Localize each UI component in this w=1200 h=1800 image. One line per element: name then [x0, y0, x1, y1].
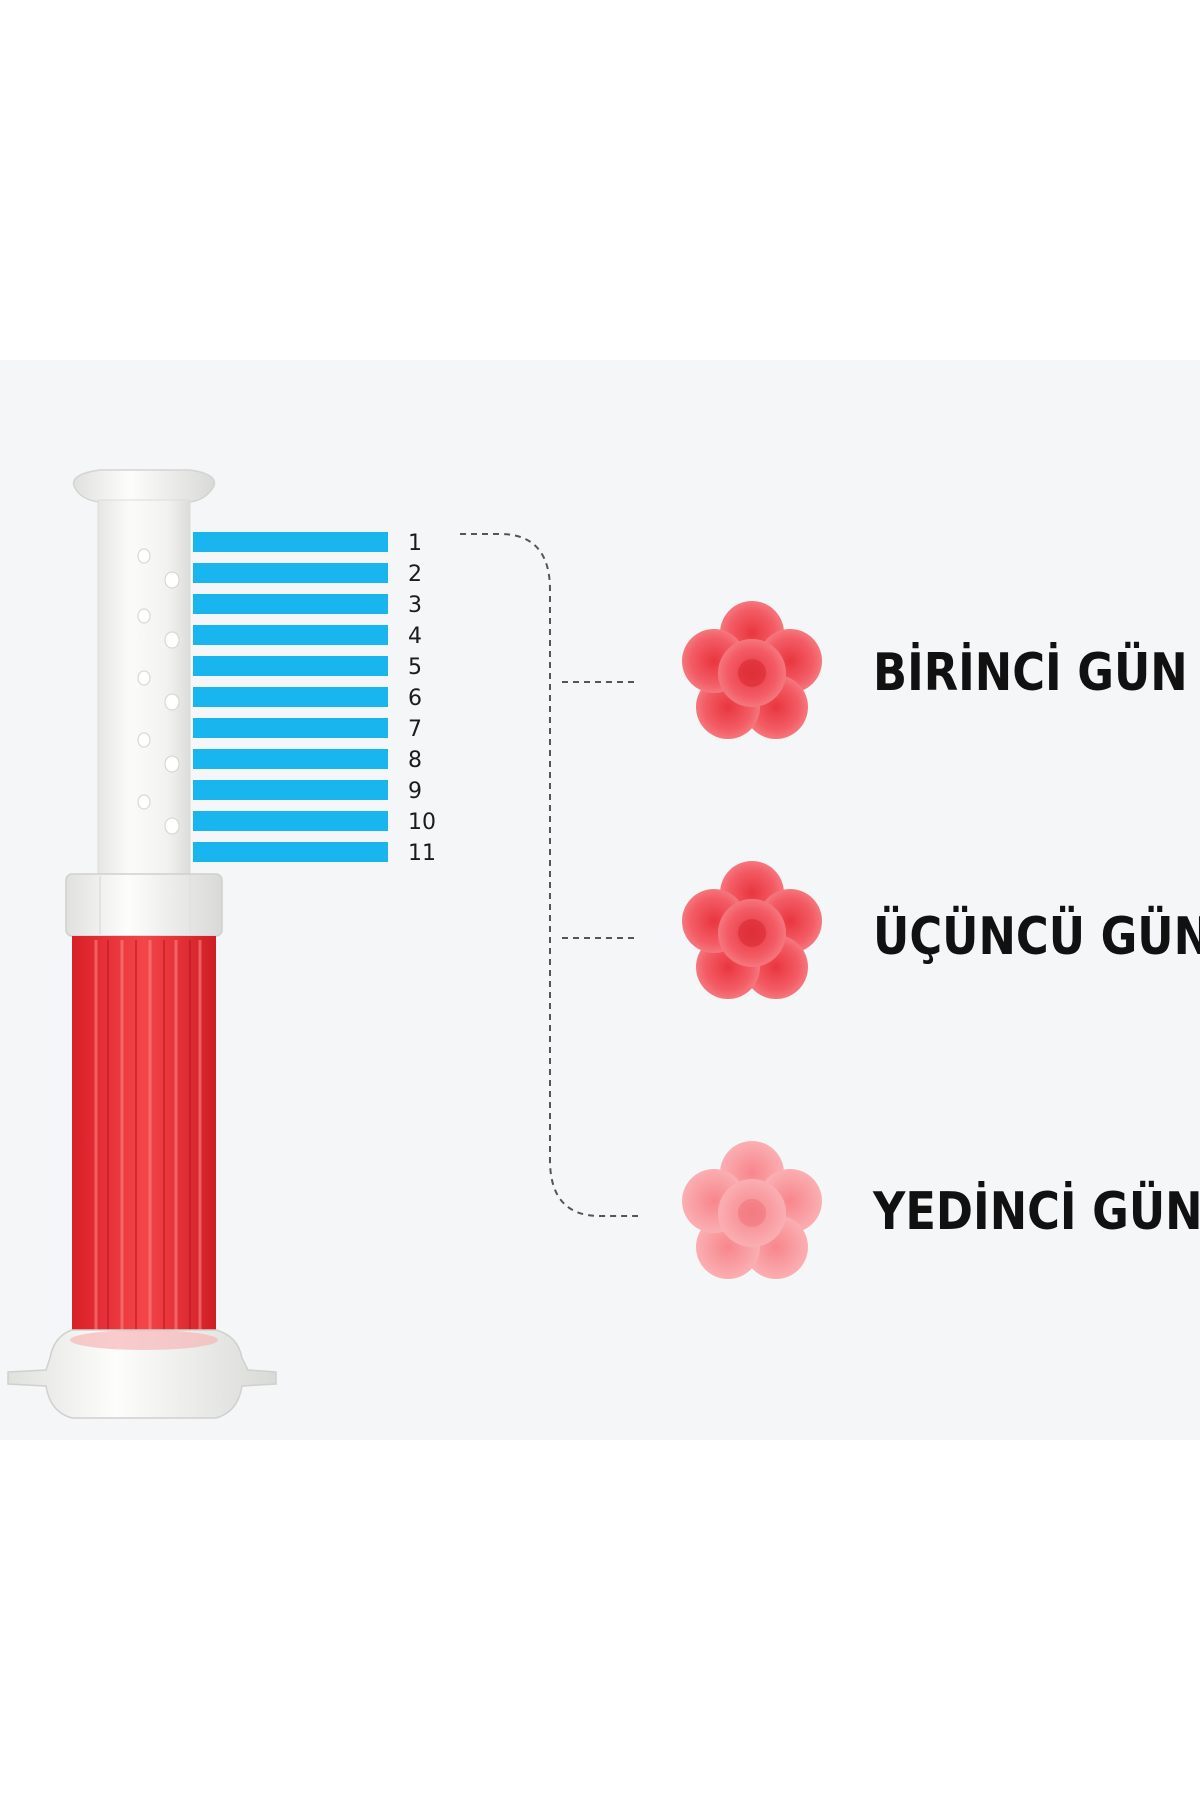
dose-number: 1: [408, 531, 422, 556]
dose-bar: [193, 594, 388, 614]
stage-label-first-day: BİRİNCİ GÜN: [873, 643, 1188, 703]
dose-bar: [193, 563, 388, 583]
stage-label-third-day: ÜÇÜNCÜ GÜN: [873, 907, 1200, 967]
dose-bar: [193, 780, 388, 800]
dose-bar: [193, 532, 388, 552]
dose-bar: [193, 749, 388, 769]
dose-number: 10: [408, 810, 436, 835]
flower-icon: [682, 601, 822, 739]
dose-bar: [193, 625, 388, 645]
dose-bar: [193, 811, 388, 831]
dose-bar: [193, 718, 388, 738]
dose-number: 3: [408, 593, 422, 618]
dose-number: 11: [408, 841, 436, 866]
dose-number: 6: [408, 686, 422, 711]
dose-bar: [193, 687, 388, 707]
dose-bar: [193, 842, 388, 862]
dose-number: 5: [408, 655, 422, 680]
dose-number: 2: [408, 562, 422, 587]
dose-number: 8: [408, 748, 422, 773]
stage-label-seventh-day: YEDİNCİ GÜN: [873, 1182, 1200, 1242]
flower-icon: [682, 861, 822, 999]
dose-number: 9: [408, 779, 422, 804]
dose-number: 7: [408, 717, 422, 742]
flower-icon: [682, 1141, 822, 1279]
dose-number: 4: [408, 624, 422, 649]
dose-bar: [193, 656, 388, 676]
